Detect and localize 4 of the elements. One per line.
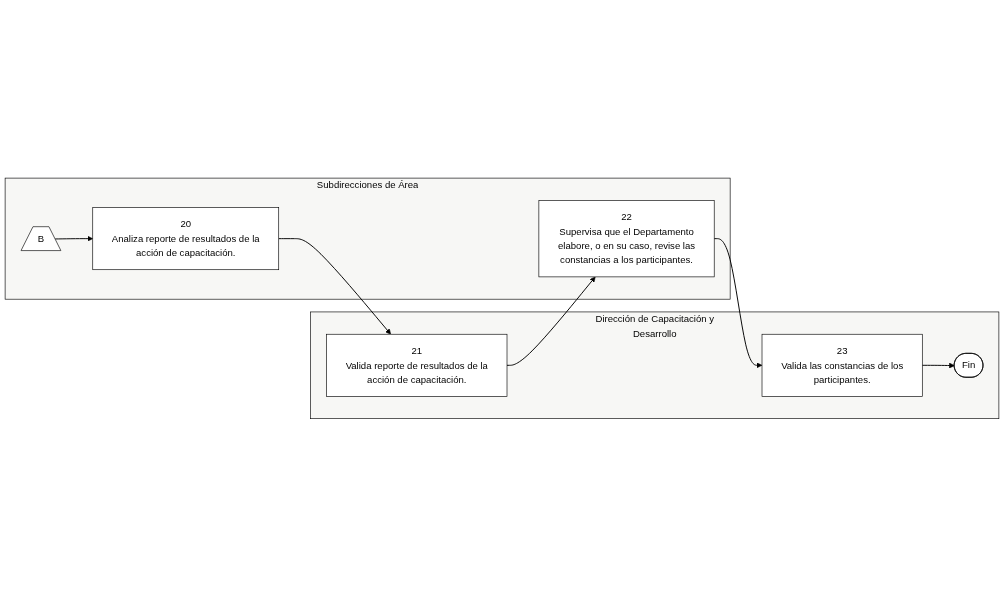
node-box: 21 Valida reporte de resultados de la acción de capacitación.: [326, 334, 508, 397]
node-box: 23 Valida las constancias de los participantes.: [761, 334, 923, 397]
node-box: 20 Analiza reporte de resultados de la acción de capacitación.: [92, 207, 280, 271]
node-box: 22 Supervisa que el Departamento elabore, o en su caso, revise las constancias a los participantes.: [538, 200, 715, 278]
